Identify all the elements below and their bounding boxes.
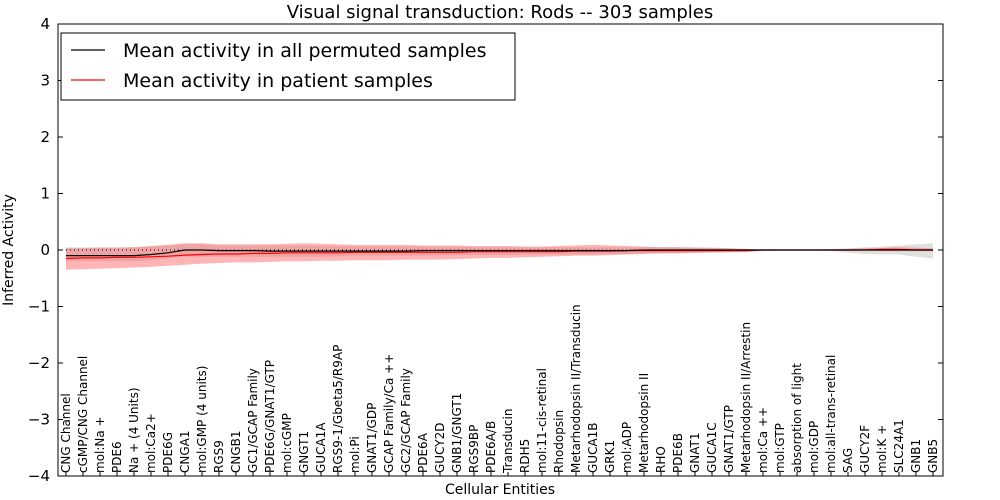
y-tick-label: 0 — [40, 241, 50, 259]
x-tick-label: RHO — [654, 446, 668, 473]
x-tick-label: GNAT1/GTP — [722, 405, 736, 473]
x-tick-label: GNAT1 — [688, 432, 702, 473]
x-tick-label: mol:Ca ++ — [756, 407, 770, 473]
x-tick-label: GUCY2D — [433, 423, 447, 473]
x-tick-label: GNB5 — [926, 439, 940, 473]
x-tick-label: RGS9 — [212, 440, 226, 473]
x-tick-label: GC1/GCAP Family — [246, 368, 260, 473]
x-tick-label: GRK1 — [603, 440, 617, 473]
x-tick-label: GNAT1/GDP — [365, 403, 379, 473]
legend: Mean activity in all permuted samples Me… — [60, 32, 516, 101]
y-axis-title: Inferred Activity — [1, 194, 17, 306]
x-tick-label: SLC24A1 — [892, 419, 906, 473]
x-tick-label: Rhodopsin — [552, 410, 566, 473]
x-tick-label: PDE6G — [161, 432, 175, 473]
x-tick-label: Transducin — [501, 409, 515, 474]
x-tick-label: mol:GTP — [773, 423, 787, 473]
x-tick-label: RGS9-1/Gbeta5/R9AP — [331, 345, 345, 473]
x-axis-title: Cellular Entities — [445, 482, 555, 498]
x-tick-label: SAG — [841, 448, 855, 473]
x-tick-label: absorption of light — [790, 363, 804, 473]
series-lines — [65, 248, 933, 260]
x-tick-label: mol:11-cis-retinal — [535, 368, 549, 473]
legend-label-permuted: Mean activity in all permuted samples — [123, 40, 486, 62]
x-tick-label: GNGT1 — [297, 431, 311, 473]
x-tick-label: Na + (4 Units) — [127, 387, 141, 473]
x-tick-label: CNGB1 — [229, 430, 243, 473]
y-tick-label: 1 — [40, 185, 50, 203]
chart-title: Visual signal transduction: Rods -- 303 … — [287, 2, 714, 23]
y-tick-label: 4 — [40, 15, 50, 33]
y-tick-label: −2 — [28, 354, 50, 372]
x-tick-label: PDE6A/B — [484, 421, 498, 473]
x-tick-label: GUCA1B — [586, 422, 600, 473]
x-tick-label: GUCA1C — [705, 422, 719, 473]
x-tick-label: RGS9BP — [467, 425, 481, 473]
x-tick-label: mol:ADP — [620, 422, 634, 473]
x-tick-label: mol:cGMP — [280, 413, 294, 473]
x-tick-label: GNB1/GNGT1 — [450, 393, 464, 473]
x-tick-label: PDE6 — [110, 441, 124, 473]
x-tick-label: Metarhodopsin II — [637, 373, 651, 473]
x-tick-label: GUCY2F — [858, 425, 872, 473]
permuted-mean-line — [66, 249, 933, 257]
x-tick-label: mol:GDP — [807, 421, 821, 473]
x-tick-label: Metarhodopsin II/Transducin — [569, 304, 583, 473]
x-tick-label: GCAP Family/Ca ++ — [382, 354, 396, 473]
y-tick-label: −1 — [28, 298, 50, 316]
x-tick-label: mol:K + — [875, 425, 889, 473]
y-tick-label: 2 — [40, 128, 50, 146]
x-tick-label: CNG Channel — [59, 393, 73, 473]
x-tick-label: PDE6G/GNAT1/GTP — [263, 360, 277, 473]
x-tick-label: mol:GMP (4 units) — [195, 366, 209, 473]
x-tick-label: Metarhodopsin II/Arrestin — [739, 322, 753, 473]
legend-label-patient: Mean activity in patient samples — [123, 70, 433, 92]
y-tick-label: −3 — [28, 411, 50, 429]
x-tick-label: GC2/GCAP Family — [399, 368, 413, 473]
x-tick-label: RDH5 — [518, 439, 532, 473]
x-tick-label: GNB1 — [909, 439, 923, 473]
x-tick-label: GUCA1A — [314, 422, 328, 473]
x-tick-label: cGMP/CNG Channel — [76, 356, 90, 473]
x-tick-label: CNGA1 — [178, 431, 192, 474]
x-tick-label: PDE6A — [416, 432, 430, 473]
x-tick-label: mol:Na + — [93, 416, 107, 473]
x-tick-label: PDE6B — [671, 433, 685, 473]
y-tick-label: 3 — [40, 72, 50, 90]
x-tick-label: mol:Ca2+ — [144, 413, 158, 473]
x-tick-label: mol:all-trans-retinal — [824, 355, 838, 473]
x-tick-label: mol:Pi — [348, 436, 362, 473]
y-axis: 4 3 2 1 0 −1 −2 −3 −4 — [28, 15, 943, 485]
legend-box — [60, 32, 516, 101]
y-tick-label: −4 — [28, 467, 50, 485]
